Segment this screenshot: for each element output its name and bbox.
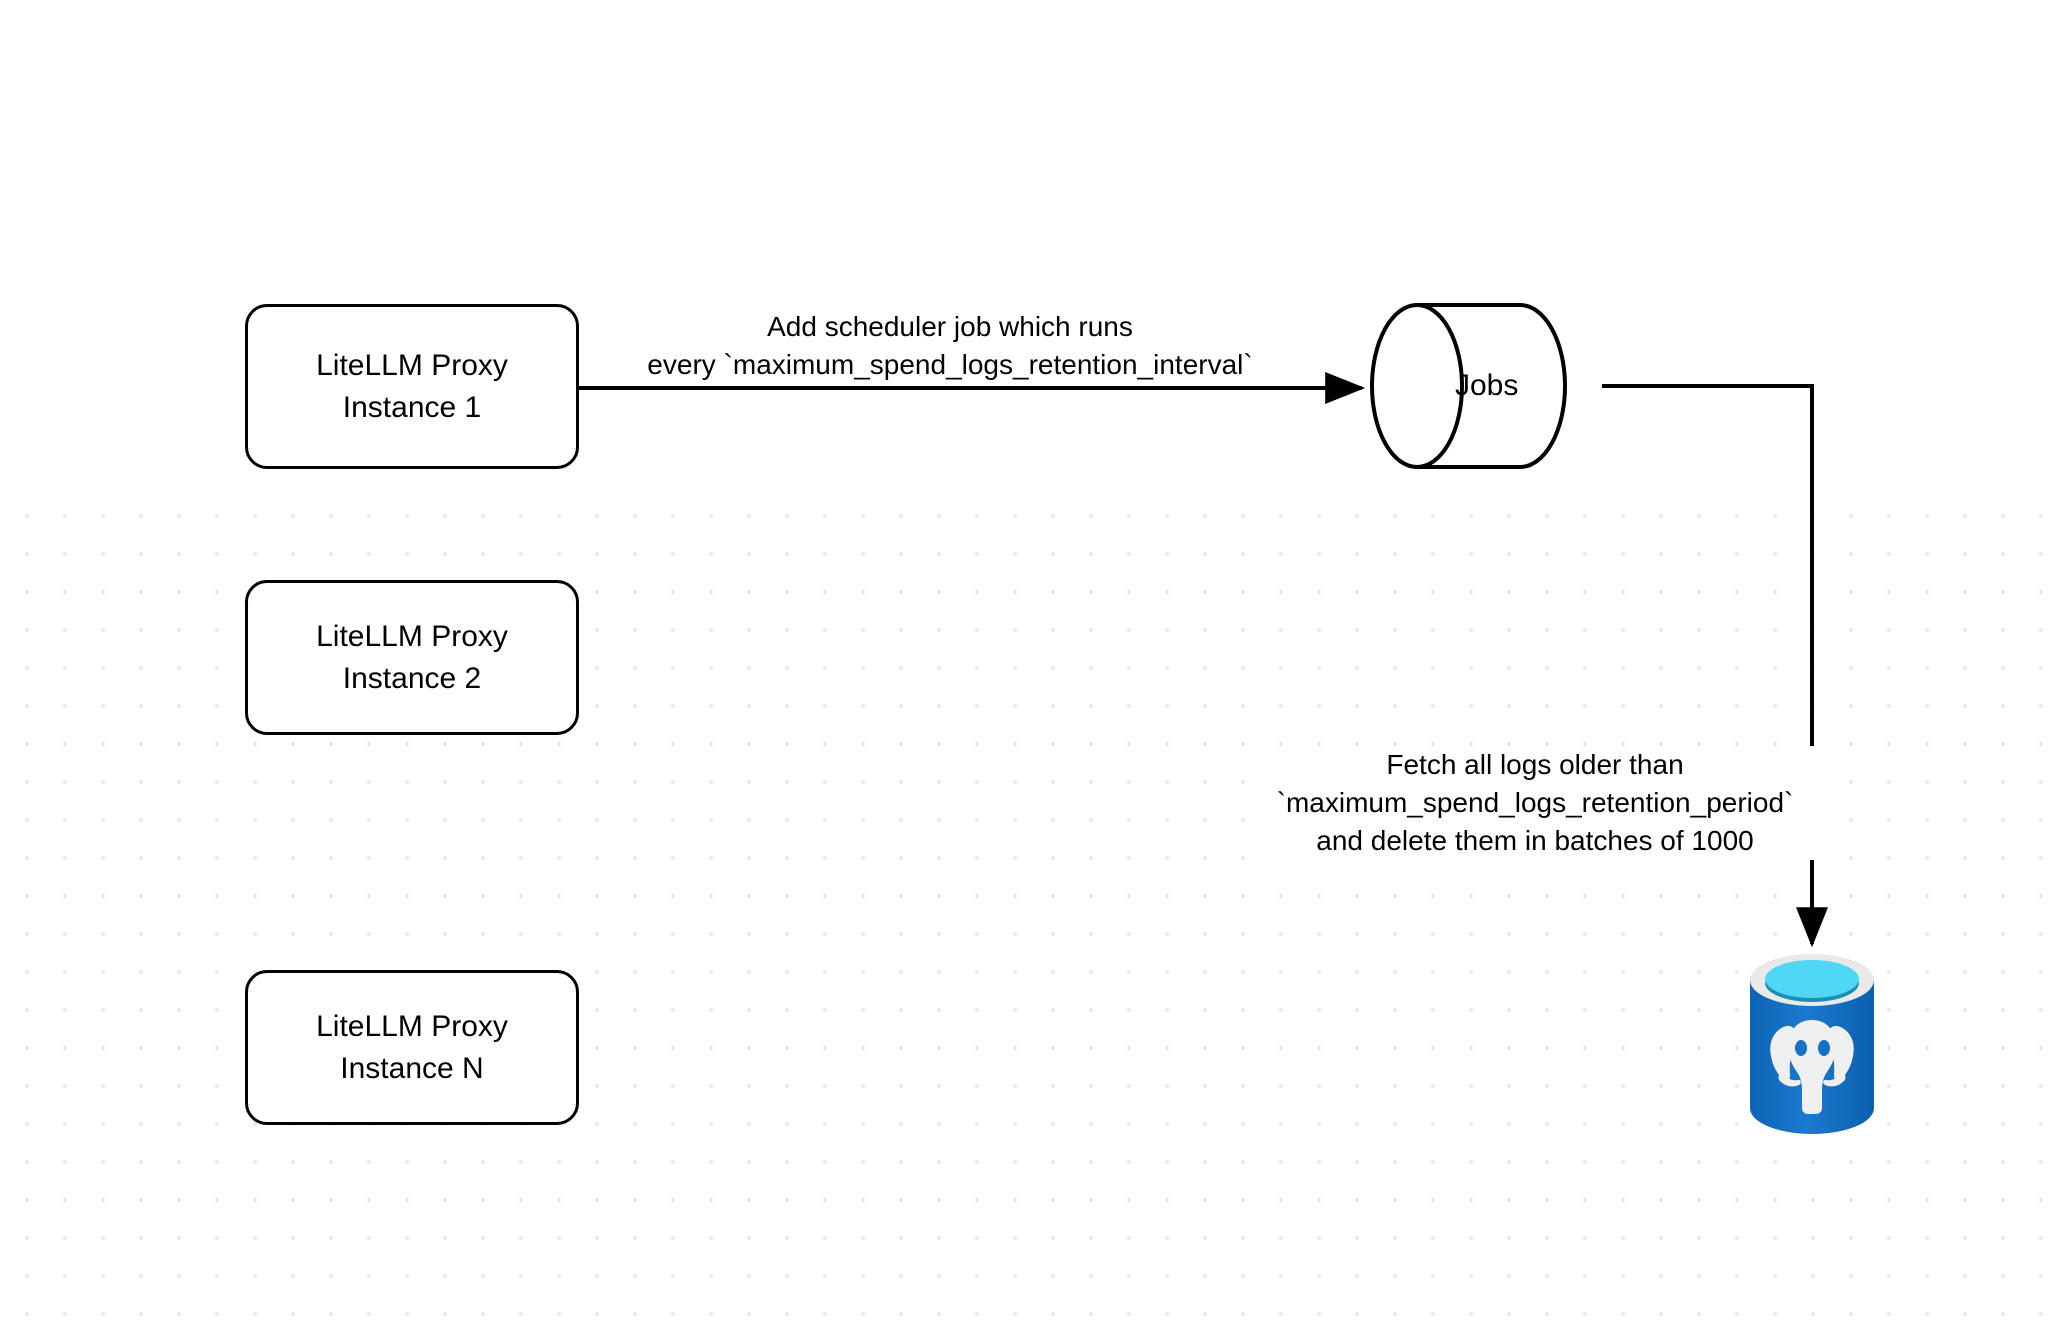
node-litellm-proxy-instance-n[interactable]: LiteLLM Proxy Instance N bbox=[245, 970, 579, 1125]
node-jobs-label: Jobs bbox=[1455, 369, 1519, 402]
postgresql-database-icon bbox=[1750, 954, 1874, 1134]
node-litellm-proxy-instance-2[interactable]: LiteLLM Proxy Instance 2 bbox=[245, 580, 579, 735]
node-label: LiteLLM Proxy Instance N bbox=[316, 1009, 508, 1085]
jobs-cylinder-shape bbox=[1370, 303, 1567, 469]
edge-line-jobs-to-db bbox=[1602, 384, 1828, 948]
node-litellm-proxy-instance-1[interactable]: LiteLLM Proxy Instance 1 bbox=[245, 304, 579, 469]
edge-label-add-scheduler-job: Add scheduler job which runs every `maxi… bbox=[600, 308, 1300, 384]
node-label: LiteLLM Proxy Instance 2 bbox=[316, 619, 508, 695]
node-label: LiteLLM Proxy Instance 1 bbox=[316, 348, 508, 424]
edge-label-fetch-and-delete-logs: Fetch all logs older than `maximum_spend… bbox=[1255, 746, 1815, 860]
postgres-elephant-eyes bbox=[1795, 1040, 1830, 1056]
